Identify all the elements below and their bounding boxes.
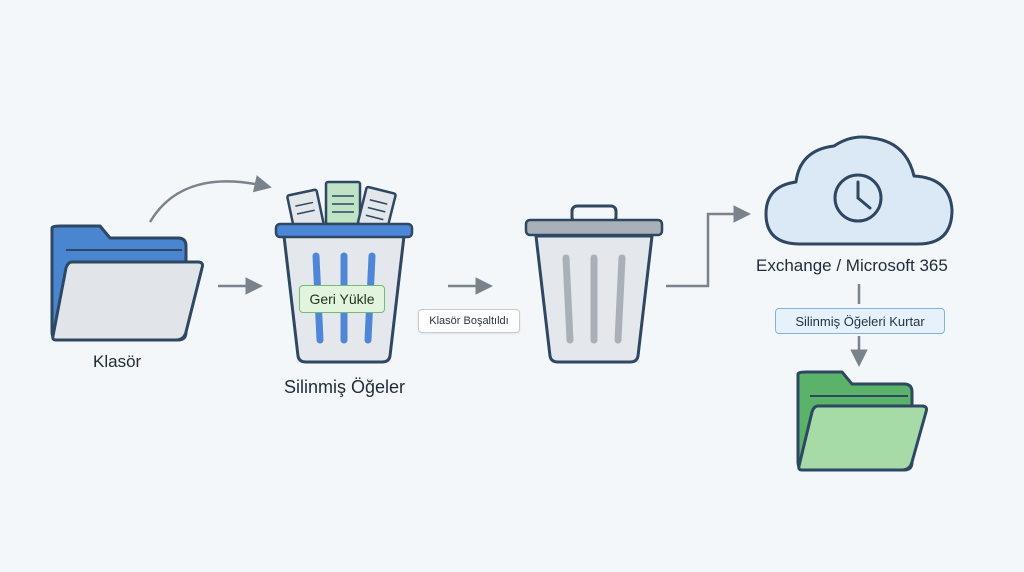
arrow-trash-to-cloud [666, 205, 751, 288]
cloud-clock-icon [764, 135, 954, 246]
restore-tag: Geri Yükle [299, 285, 385, 313]
curve-arrow-top-left [148, 175, 272, 223]
folder-label: Klasör [93, 352, 142, 371]
trash-full-icon [274, 180, 414, 364]
cloud-service-label: Exchange / Microsoft 365 [756, 256, 948, 275]
folder-icon [50, 224, 204, 342]
deleted-items-label: Silinmiş Öğeler [284, 377, 406, 397]
folder-green-icon [796, 370, 928, 472]
recover-deleted-tag: Silinmiş Öğeleri Kurtar [775, 308, 945, 334]
folder-emptied-tag: Klasör Boşaltıldı [418, 309, 520, 333]
trash-empty-icon [524, 204, 664, 364]
